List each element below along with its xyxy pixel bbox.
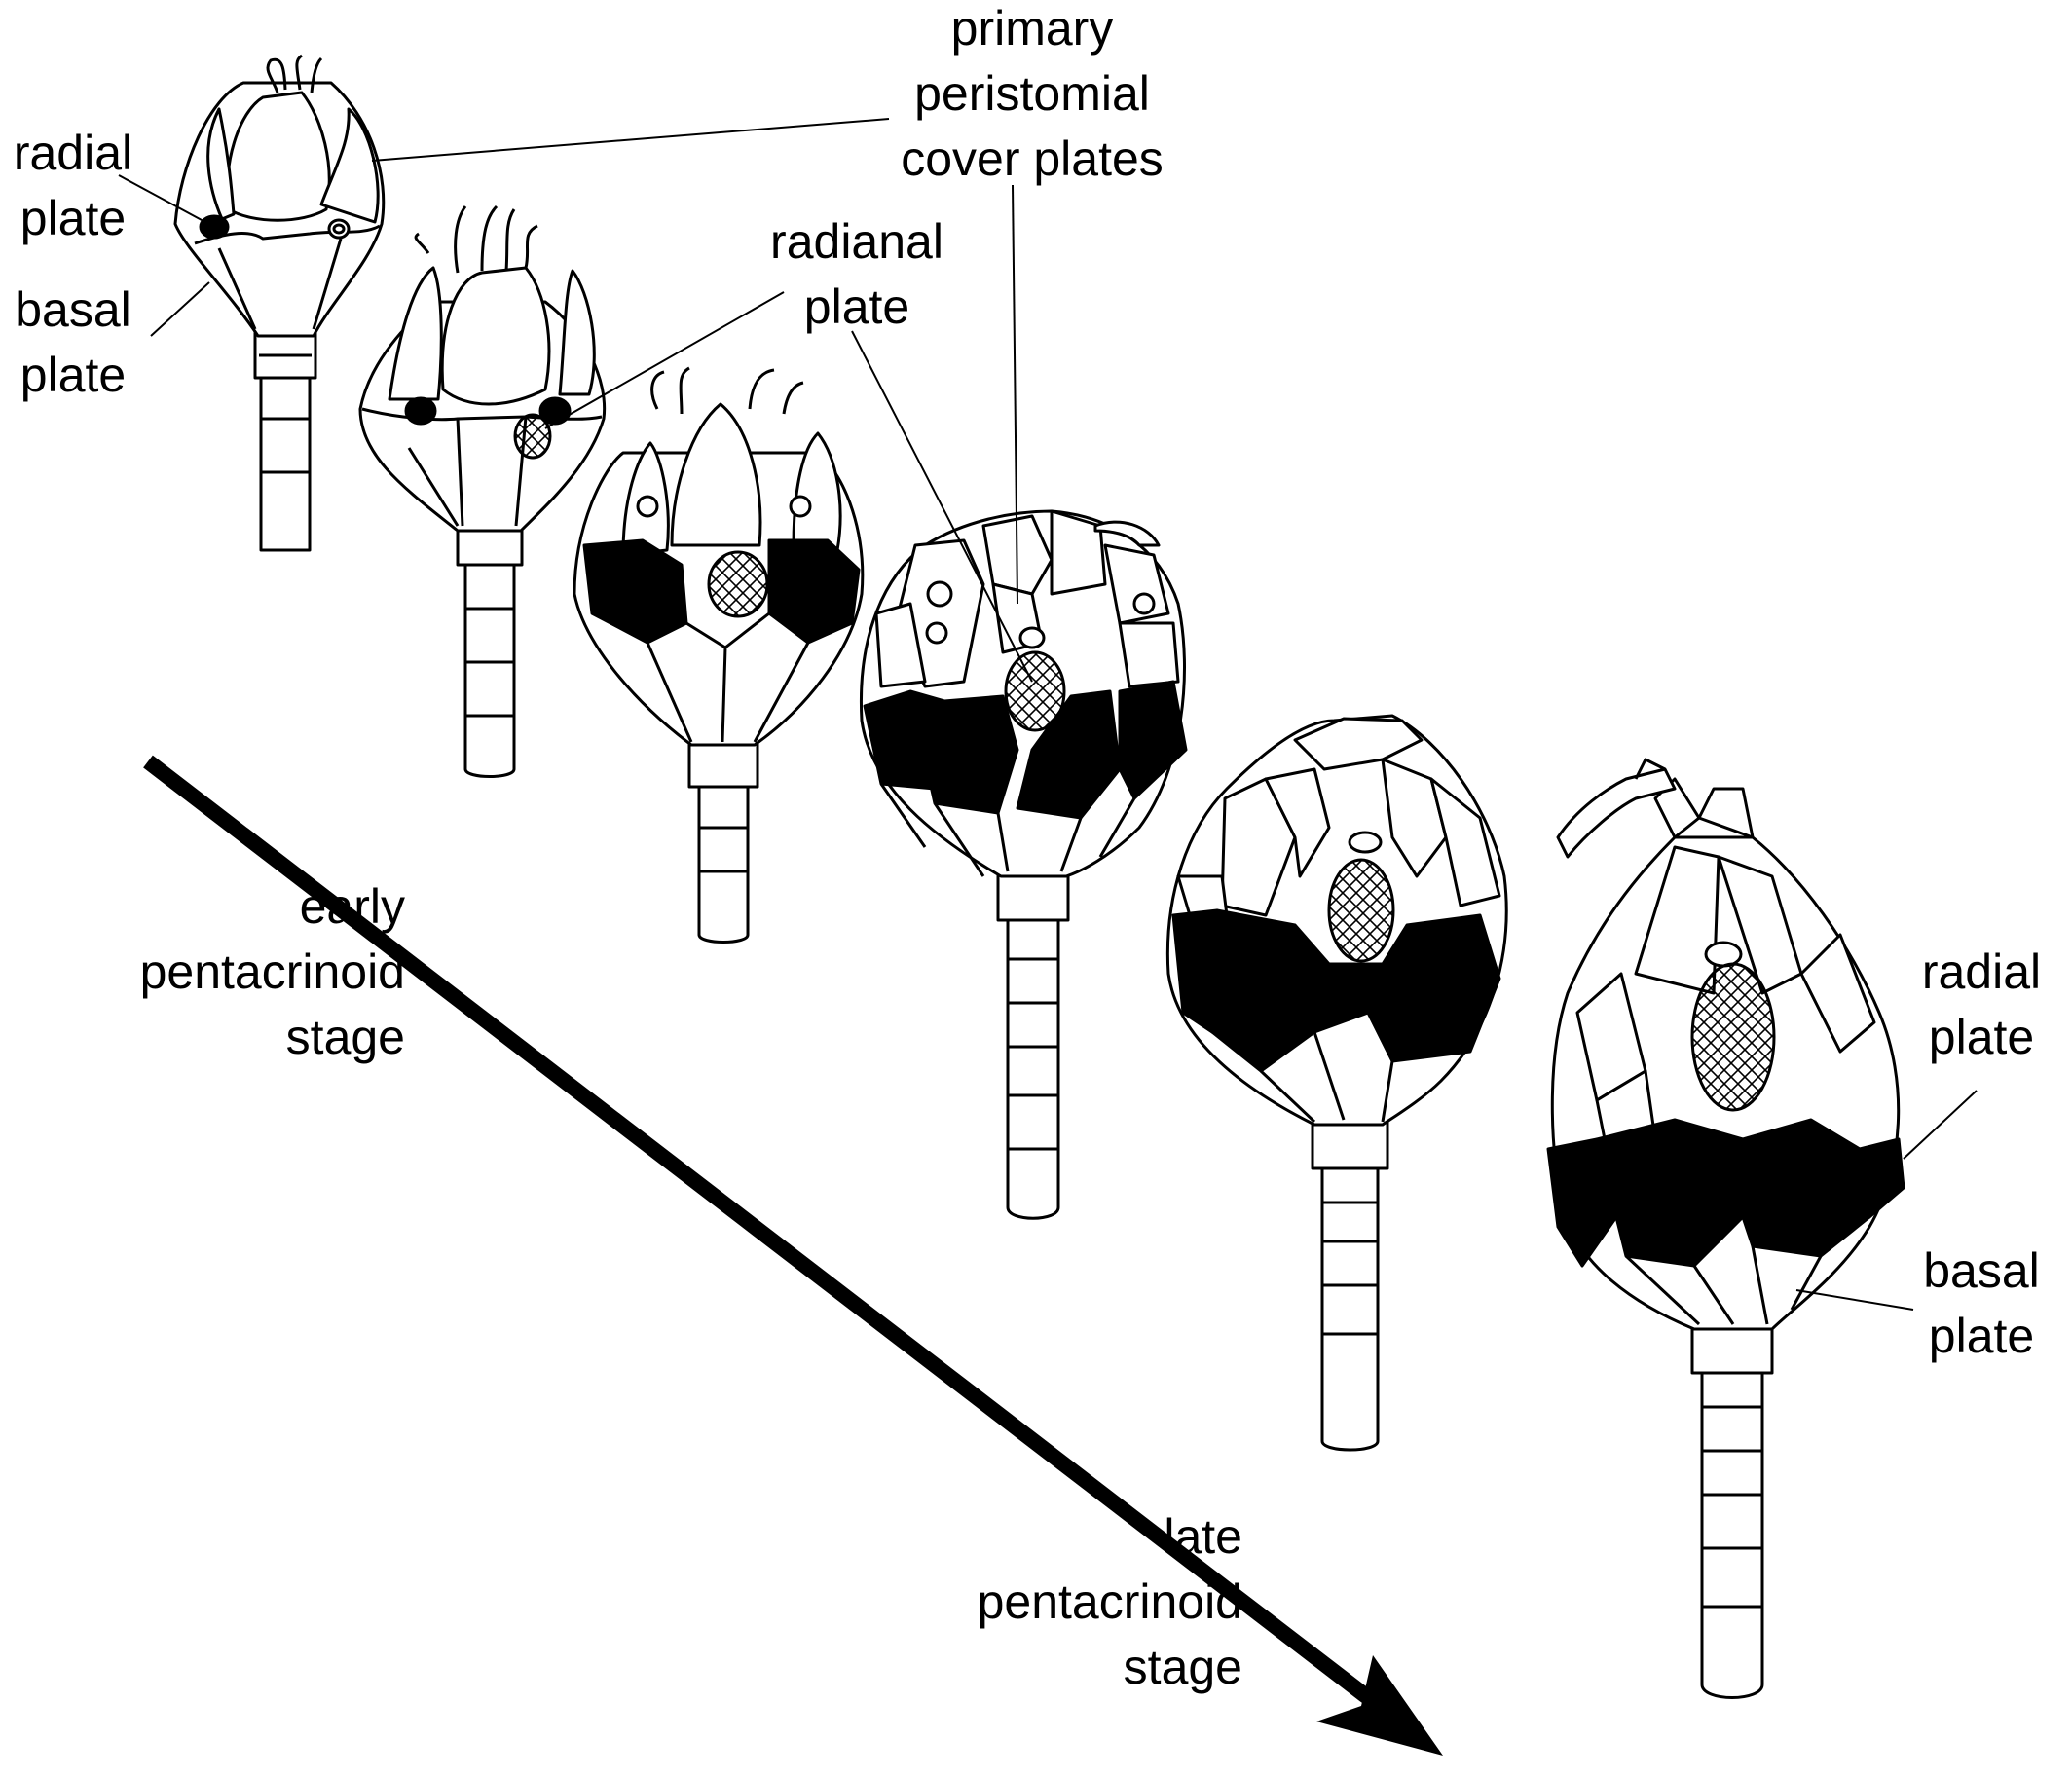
stage-3-specimen [573,366,865,944]
arrow-head [1316,1655,1443,1756]
stage-4-radianal-plate [1004,650,1066,732]
leader-peristomial-2 [1012,184,1018,605]
leader-lines [118,118,1978,1311]
stage-2-radial-plate [404,396,437,426]
label-radial-plate-right: radial plate [1921,944,2042,1064]
stage-6-specimen [1546,758,1906,1699]
leader-radial-top [118,174,215,228]
leader-basal-right [1795,1289,1914,1311]
stage-5-radianal-plate [1327,858,1395,963]
label-late-pentacrinoid-stage: late pentacrinoid stage [977,1509,1242,1694]
leader-peristomial-1 [371,118,890,162]
label-basal-plate-right: basal plate [1923,1243,2040,1363]
stage-5-specimen [1166,714,1508,1452]
leader-radianal-2 [851,330,1033,683]
label-radial-plate-top: radial plate [13,126,133,245]
stage-6-radial-plate [1546,1137,1618,1268]
leader-radial-right [1903,1090,1978,1160]
label-radianal-plate: radianal plate [770,214,944,334]
stage-6-radianal-plate [1690,962,1776,1112]
stage-2-radianal-plate [513,413,552,460]
stage-6-stalk [1690,1324,1774,1699]
label-primary-peristomial-cover-plates: primary peristomial cover plates [901,1,1164,186]
label-basal-plate-top: basal plate [15,282,131,402]
stage-3-radianal-plate [707,550,769,618]
leader-basal-top [150,281,210,337]
leader-radianal-1 [544,291,785,429]
stage-2-specimen [358,204,607,778]
stage-5-stalk [1311,1120,1389,1452]
label-early-pentacrinoid-stage: early pentacrinoid stage [139,879,405,1064]
stage-4-specimen [859,509,1188,1220]
stage-2-stalk [456,524,524,778]
stage-3-stalk [687,740,759,944]
stage-4-stalk [996,872,1070,1220]
stage-1-specimen [173,54,386,552]
stage-1-stalk [253,329,317,552]
developmental-arrow [143,755,1443,1756]
